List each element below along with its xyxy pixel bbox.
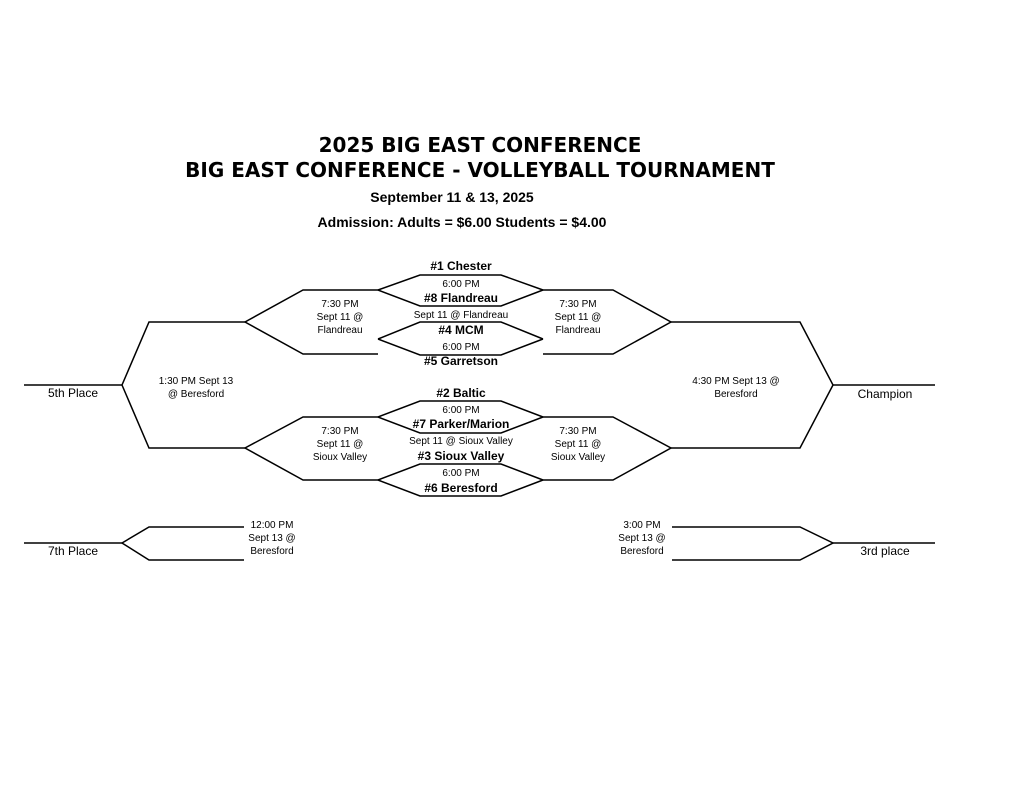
title-line-2: BIG EAST CONFERENCE - VOLLEYBALL TOURNAM… xyxy=(185,158,775,182)
game-time: 6:00 PM xyxy=(442,405,480,416)
bracket-line xyxy=(377,274,544,291)
team-parker-marion: #7 Parker/Marion xyxy=(412,417,510,431)
third-place-label: 3rd place xyxy=(860,544,910,558)
team-flandreau: #8 Flandreau xyxy=(423,291,499,305)
team-baltic: #2 Baltic xyxy=(436,386,486,400)
seventh-place-label: 7th Place xyxy=(47,544,99,558)
champion-label: Champion xyxy=(857,387,913,401)
team-mcm: #4 MCM xyxy=(438,323,484,337)
title-line-1: 2025 BIG EAST CONFERENCE xyxy=(318,133,642,157)
team-beresford: #6 Beresford xyxy=(424,481,498,495)
game-time: 6:00 PM xyxy=(442,279,480,290)
fifth-place-label: 5th Place xyxy=(47,386,99,400)
site-flandreau: Sept 11 @ Flandreau xyxy=(413,310,509,321)
game-time: 6:00 PM xyxy=(442,468,480,479)
bracket-line xyxy=(377,416,544,434)
bracket-line xyxy=(377,400,544,418)
site-sioux-valley: Sept 11 @ Sioux Valley xyxy=(409,436,513,447)
team-sioux-valley: #3 Sioux Valley xyxy=(417,449,505,463)
bracket-line xyxy=(120,526,244,561)
bracket-line xyxy=(377,463,544,481)
bracket-line xyxy=(672,526,835,561)
team-garretson: #5 Garretson xyxy=(423,354,499,368)
admission-line: Admission: Adults = $6.00 Students = $4.… xyxy=(317,214,607,230)
fifth-place-game-info: 1:30 PM Sept 13@ Beresford xyxy=(158,376,234,400)
bracket-line xyxy=(377,321,544,340)
championship-game-info: 4:30 PM Sept 13 @Beresford xyxy=(692,376,780,400)
bracket-line xyxy=(377,479,544,497)
game-time: 6:00 PM xyxy=(442,342,480,353)
bracket-line xyxy=(377,289,544,307)
dates-line: September 11 & 13, 2025 xyxy=(370,189,534,205)
bracket-line xyxy=(377,338,544,356)
team-chester: #1 Chester xyxy=(430,259,492,273)
